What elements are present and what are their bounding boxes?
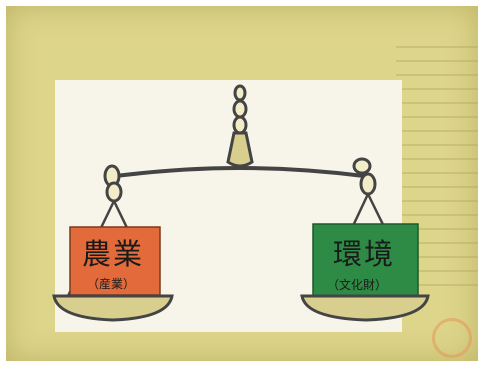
right-box-title: 環境 [333,237,396,271]
left-box-subtitle: （産業） [87,277,136,291]
left-pan [52,294,174,322]
right-hook [352,157,377,196]
right-pan [300,294,430,322]
scale-beam [115,165,365,178]
left-hook [103,164,123,203]
right-box-subtitle: （文化財） [327,278,388,292]
corner-stamp [432,318,472,358]
left-box-title: 農業 [82,237,145,271]
scale-hanger [226,84,254,168]
